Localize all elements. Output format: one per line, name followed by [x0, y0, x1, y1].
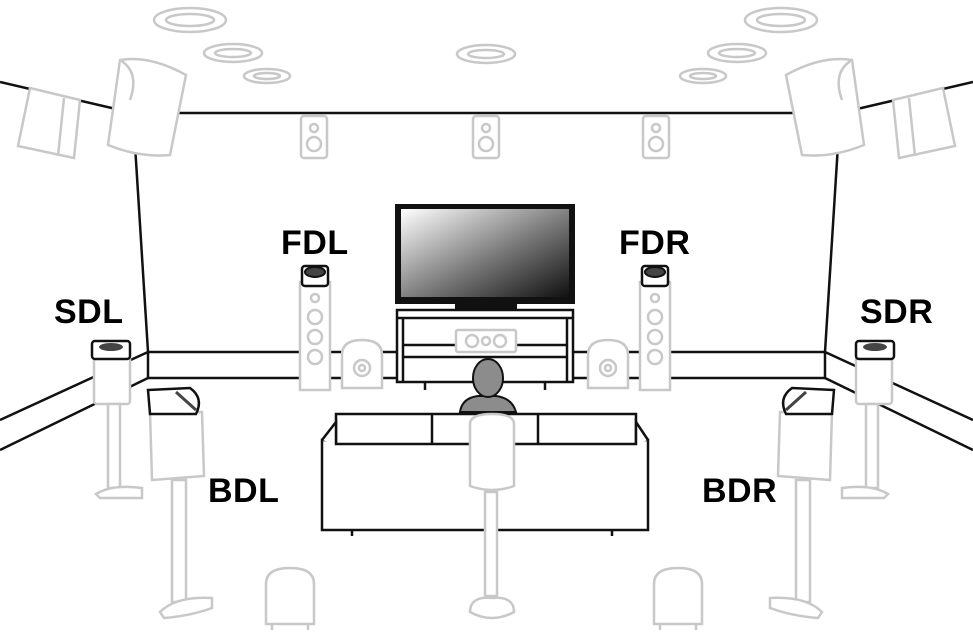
bdr-height-module-icon — [781, 386, 836, 416]
front-subwoofers — [340, 338, 630, 390]
bdl-height-module-icon — [146, 386, 201, 416]
ceiling-speaker-icon — [678, 67, 728, 85]
fdl-height-module-icon — [300, 264, 330, 288]
sdr-surround-speaker-icon — [840, 354, 894, 500]
bdr-label: BDR — [702, 472, 778, 510]
fdr-label: FDR — [619, 224, 691, 262]
ceiling-speaker-icon — [706, 42, 768, 64]
rear-center-speaker-icon — [468, 412, 516, 620]
wall-speaker-icon — [299, 114, 329, 160]
fdl-tower-speaker-icon — [298, 280, 332, 392]
subwoofer-icon — [340, 338, 384, 390]
top-right-speaker-icon — [784, 57, 866, 157]
ceiling-speaker-icon — [455, 43, 517, 65]
sdl-surround-speaker-icon — [92, 354, 144, 500]
ceiling-speaker-icon — [743, 6, 819, 34]
rear-subwoofers — [264, 566, 704, 630]
fdr-tower-speaker-icon — [638, 280, 672, 392]
sdr-height-module-icon — [854, 339, 896, 361]
top-right-outer-speaker-icon — [891, 86, 957, 160]
sdl-label: SDL — [54, 293, 124, 331]
bdr-back-speaker-icon — [768, 410, 834, 620]
fdr-height-module-icon — [640, 264, 670, 288]
sdr-label: SDR — [860, 293, 934, 331]
bdl-back-speaker-icon — [148, 410, 214, 620]
television — [395, 204, 575, 310]
fdl-label: FDL — [281, 224, 349, 262]
ceiling-speaker-icon — [152, 6, 228, 34]
top-left-outer-speaker-icon — [16, 86, 82, 160]
listener-icon — [458, 358, 518, 413]
sdl-height-module-icon — [90, 339, 132, 361]
wall-speaker-icon — [641, 114, 671, 160]
front-wall-speakers — [299, 114, 671, 160]
subwoofer-icon — [264, 566, 316, 630]
ceiling-speakers — [152, 6, 819, 85]
ceiling-speaker-icon — [202, 42, 264, 64]
subwoofer-icon — [586, 338, 630, 390]
subwoofer-icon — [652, 566, 704, 630]
ceiling-speaker-icon — [242, 67, 292, 85]
wall-speaker-icon — [471, 114, 501, 160]
center-speaker-icon — [454, 328, 518, 354]
top-corner-speakers — [16, 57, 957, 160]
top-left-speaker-icon — [106, 57, 188, 157]
bdl-label: BDL — [208, 472, 280, 510]
